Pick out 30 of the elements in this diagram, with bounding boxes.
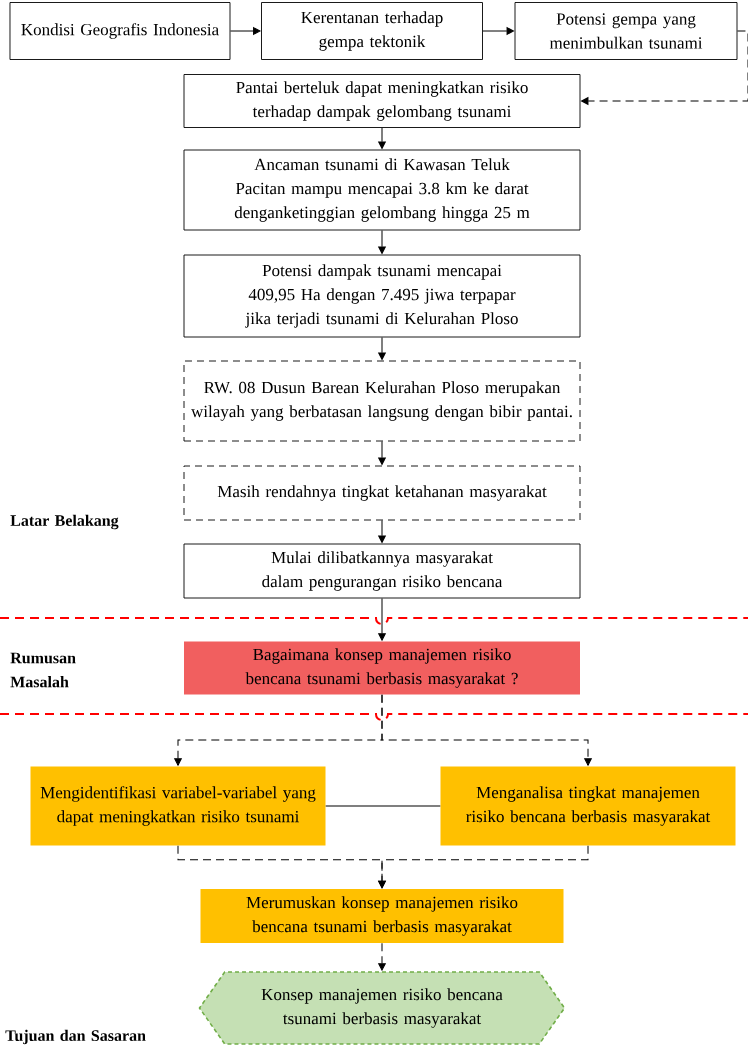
arrow (378, 336, 386, 360)
arrow (378, 440, 386, 465)
outcome-hexagon: Konsep manajemen risiko bencana tsunami berbasis masyarakat (198, 971, 566, 1045)
process-box: Kerentanan terhadap gempa tektonik (261, 2, 483, 60)
process-box: Pantai berteluk dapat meningkatkan risiko terhadap dampak gelombang tsunami (183, 74, 581, 128)
problem-box: Bagaimana konsep manajemen risiko bencana tsunami berbasis masyarakat ? (184, 641, 580, 695)
section-label: Tujuan dan Sasaran (5, 1029, 146, 1045)
arrow (378, 127, 386, 149)
process-box: Masih rendahnya tingkat ketahanan masyarakat (183, 465, 581, 521)
arrow (378, 942, 386, 971)
arrow (229, 27, 261, 35)
process-box: Kondisi Geografis Indonesia (9, 2, 231, 60)
arrow (482, 27, 514, 35)
arrow (378, 845, 589, 889)
process-box: Mulai dilibatkannya masyarakat dalam pengurangan risiko bencana (183, 543, 581, 599)
connector-line (325, 805, 441, 807)
objective-box: Mengidentifikasi variabel-variabel yang dapat meningkatkan risiko tsunami (30, 766, 326, 846)
objective-box: Merumuskan konsep manajemen risiko bencana tsunami berbasis masyarakat (200, 889, 564, 943)
section-label: Latar Belakang (10, 514, 119, 530)
objective-box: Menganalisa tingkat manajemen risiko bencana berbasis masyarakat (440, 766, 736, 846)
arrow (381, 694, 592, 766)
arrow (378, 597, 386, 641)
process-box: RW. 08 Dusun Barean Kelurahan Ploso merupakan wilayah yang berbatasan langsung dengan bibir pantai. (183, 360, 581, 442)
section-label: Rumusan Masalah (10, 652, 76, 688)
process-box: Potensi dampak tsunami mencapai 409,95 Ha dengan 7.495 jiwa terpapar jika terjadi tsunami di Kelurahan Ploso (183, 254, 581, 338)
process-box: Ancaman tsunami di Kawasan Teluk Pacitan mampu mencapai 3.8 km ke darat denganketinggian gelombang hingga 25 m (183, 149, 581, 231)
arrow (378, 229, 386, 254)
arrow (581, 30, 748, 105)
process-box: Potensi gempa yang menimbulkan tsunami (514, 2, 738, 60)
arrow (378, 519, 386, 543)
